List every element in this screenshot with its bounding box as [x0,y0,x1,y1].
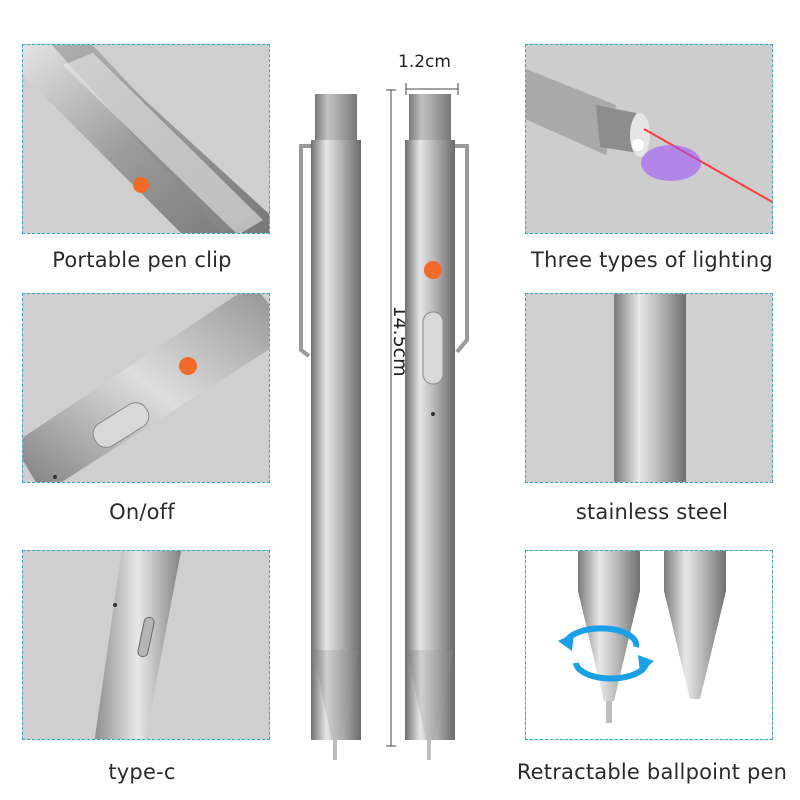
diameter-dimension-line [405,83,459,95]
steel-closeup-image [526,294,772,482]
diameter-label: 1.2cm [398,52,451,72]
power-button-icon [424,261,442,279]
ballpoint-closeup-image [526,551,772,739]
switch-closeup-image [23,294,269,482]
pen-side-view-image [299,94,361,760]
white-light-icon [632,139,644,151]
ballpoint-photo-panel [525,550,773,740]
lighting-photo-panel [525,44,773,234]
slide-switch-icon [92,402,150,448]
type-c-caption: type-c [108,760,176,784]
uv-light-icon [641,145,701,181]
pen-clip-closeup-image [23,45,269,233]
usb-c-port-icon [137,616,155,658]
pen-clip-caption: Portable pen clip [52,248,232,272]
lighting-closeup-image [526,45,772,233]
laser-beam-icon [643,128,772,204]
type-c-photo-panel [22,550,270,740]
length-dimension-line [386,89,396,747]
pen-clip-photo-panel [22,44,270,234]
slide-switch-icon [422,311,444,385]
steel-photo-panel [525,293,773,483]
type-c-closeup-image [23,551,269,739]
switch-caption: On/off [109,500,175,524]
pen-front-view-image [405,94,469,760]
switch-photo-panel [22,293,270,483]
ballpoint-caption: Retractable ballpoint pen [516,760,788,784]
power-button-icon [133,177,149,193]
lighting-caption: Three types of lighting [531,248,773,272]
power-button-icon [179,357,197,375]
steel-caption: stainless steel [575,500,729,524]
